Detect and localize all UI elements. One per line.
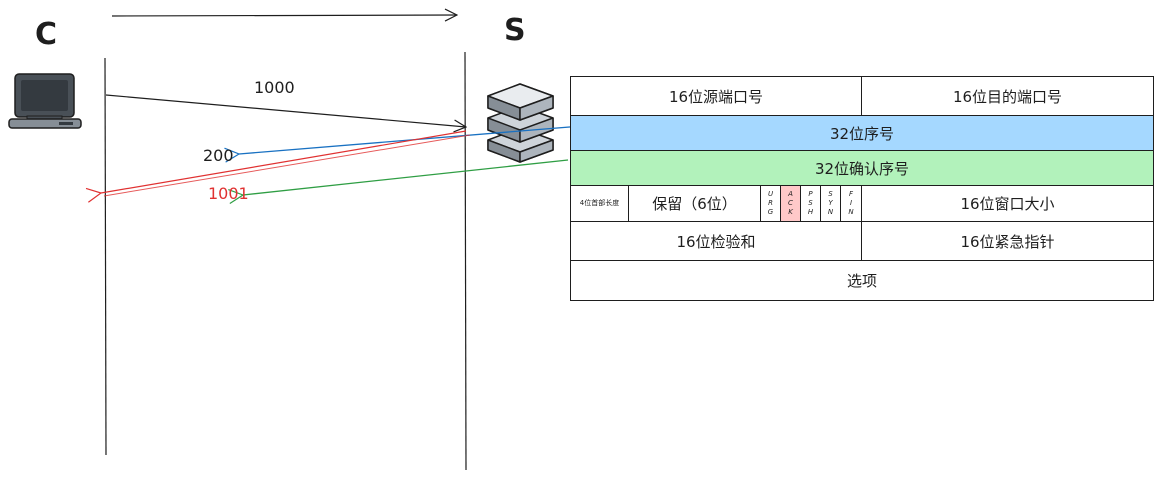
server-stack-icon [487,83,554,163]
options-cell: 选项 [570,260,1154,301]
seq-cell: 32位序号 [570,115,1154,151]
urgent-pointer-cell: 16位紧急指针 [861,221,1154,261]
flag-letter: G [767,208,774,216]
flag-letter: C [788,199,793,207]
ack-flag-arrow-echo [103,134,471,197]
dst-port-cell: 16位目的端口号 [861,76,1154,116]
flag-letter: N [827,208,834,216]
flag-letter: R [768,199,773,207]
tcp-header-table: 16位源端口号 16位目的端口号 32位序号 32位确认序号 4位首部长度 保留… [570,76,1154,301]
ack-num-label: 1001 [208,184,249,203]
flag-letter: S [808,199,813,207]
client-timeline [104,57,107,456]
flag-letter: U [767,190,774,198]
ack-seq-label: 200 [203,146,234,165]
server-label: S [504,13,526,48]
src-port-cell: 16位源端口号 [570,76,862,116]
flag-letter: P [808,190,813,198]
ack-arrow [243,159,569,195]
flag-letter: I [849,199,853,207]
checksum-cell: 16位检验和 [570,221,862,261]
flag-letter: S [828,190,833,198]
client-label: C [35,17,58,52]
desktop-computer-icon [8,73,82,129]
flag-letter: F [848,190,854,198]
syn-seq-label: 1000 [254,78,295,97]
flag-letter: H [807,208,814,216]
ack-flag-arrow [101,130,467,193]
header-length-cell: 4位首部长度 [570,185,629,222]
ack-cell: 32位确认序号 [570,150,1154,186]
reserved-cell: 保留（6位） [628,185,761,222]
flag-letter: N [848,208,854,216]
request-arrow [105,94,466,127]
direction-arrow [111,15,457,16]
window-size-cell: 16位窗口大小 [861,185,1154,222]
server-timeline [464,51,467,471]
flag-letter: Y [828,199,833,207]
flag-letter: A [788,190,793,198]
flag-letter: K [788,208,793,216]
